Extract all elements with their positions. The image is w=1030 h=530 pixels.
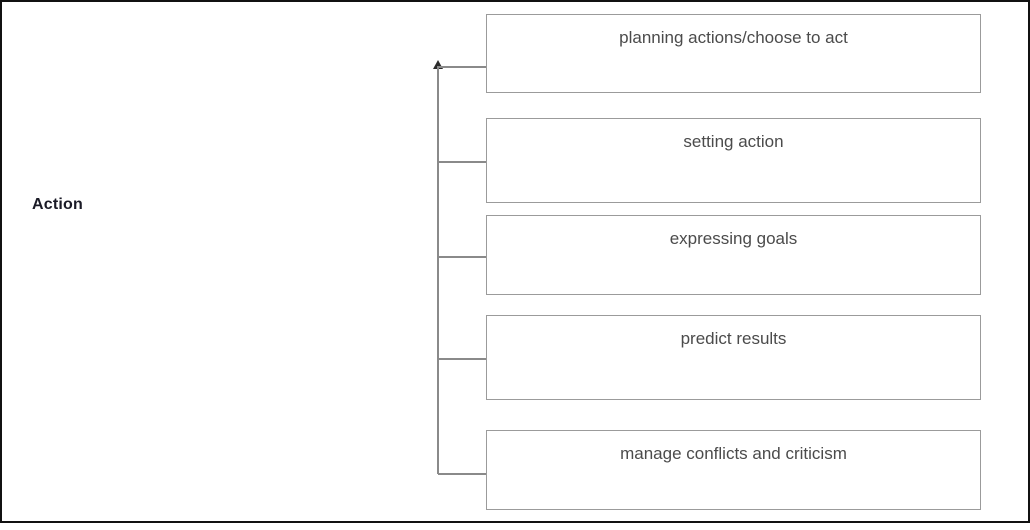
node-label-1: planning actions/choose to act <box>619 28 848 47</box>
node-box-4[interactable]: predict results <box>486 315 981 400</box>
connector-arrowhead-icon <box>433 60 443 69</box>
connector-branch-2 <box>438 161 488 163</box>
node-label-3: expressing goals <box>669 229 798 248</box>
root-node-label: Action <box>32 196 83 213</box>
node-label-4: predict results <box>680 329 787 348</box>
node-label-5: manage conflicts and criticism <box>620 444 847 463</box>
node-box-5[interactable]: manage conflicts and criticism <box>486 430 981 510</box>
page-frame-bottom <box>0 521 1030 523</box>
page-frame-top <box>0 0 1030 2</box>
connector-branch-4 <box>438 358 488 360</box>
node-box-1[interactable]: planning actions/choose to act <box>486 14 981 93</box>
connector-branch-5 <box>438 473 488 475</box>
node-box-3[interactable]: expressing goals <box>486 215 981 295</box>
connector-trunk-line <box>437 66 439 474</box>
connector-branch-3 <box>438 256 488 258</box>
page-frame-right <box>1028 0 1030 523</box>
connector-branch-1 <box>438 66 488 68</box>
node-label-2: setting action <box>683 132 784 151</box>
page-frame-left <box>0 0 2 523</box>
node-box-2[interactable]: setting action <box>486 118 981 203</box>
